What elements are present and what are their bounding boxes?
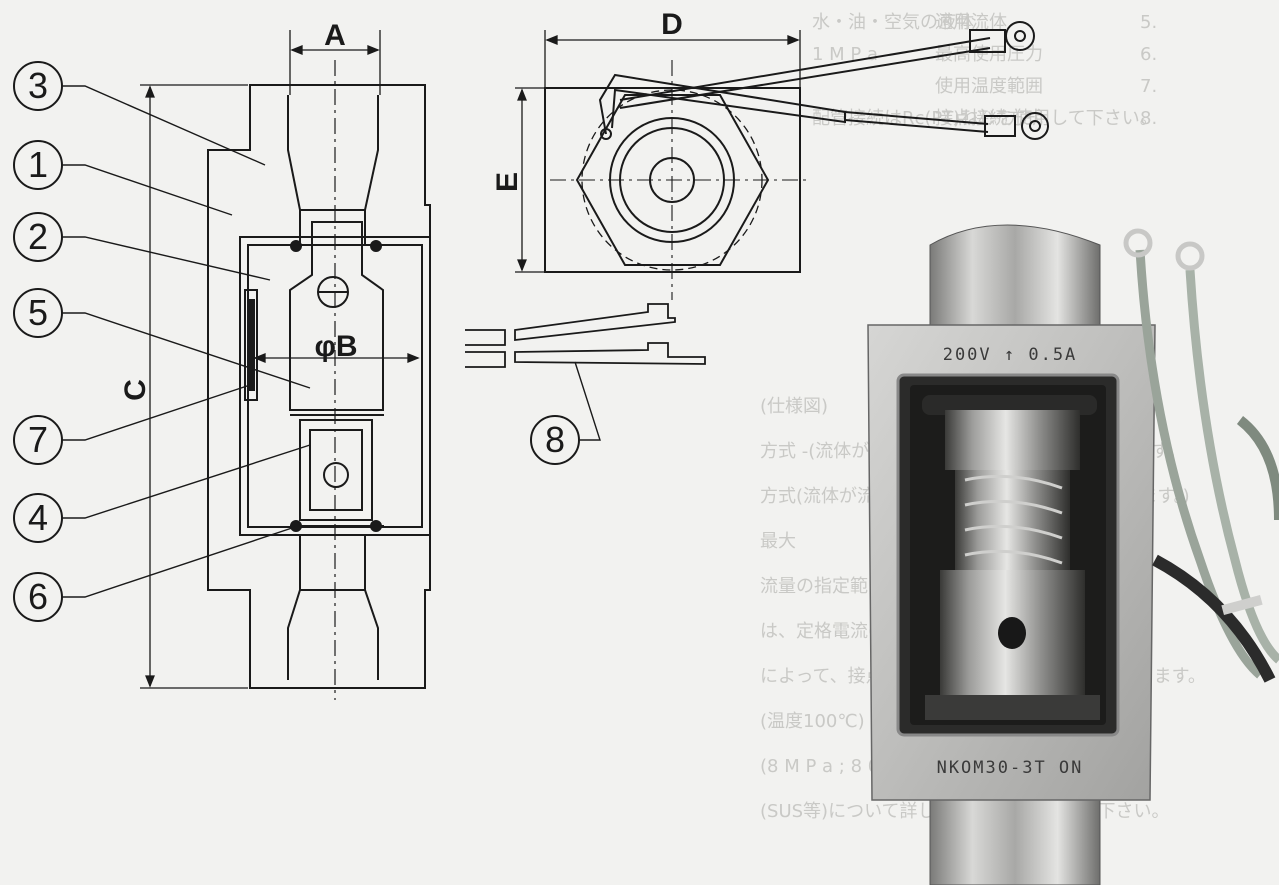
top-view-drawing: [544, 21, 1049, 300]
dim-b-label: φB: [314, 330, 357, 363]
callout-circle: [13, 288, 63, 338]
rating-stamp: 200V ↑ 0.5A: [943, 345, 1078, 365]
callout-number: 7: [28, 419, 48, 460]
callout-2: 2: [13, 212, 63, 262]
callout-number: 1: [28, 144, 48, 185]
model-stamp: NKOM30-3T ON: [937, 758, 1084, 778]
callout-circle: [13, 493, 63, 543]
spec-row-no: 7.: [1140, 76, 1157, 97]
reed-switch: [244, 289, 258, 401]
callout-number: 2: [28, 216, 48, 257]
callout-circle: [13, 140, 63, 190]
spec-row-no: 6.: [1140, 44, 1157, 65]
callout-number: 8: [545, 419, 565, 460]
callout-number: 5: [28, 292, 48, 333]
callout-4: 4: [13, 493, 63, 543]
bottom-port: [287, 589, 379, 680]
leader-lines: [55, 85, 601, 598]
product-photo: 200V ↑ 0.5A NKOM30-3T ON: [867, 224, 1279, 885]
dim-d-label: D: [661, 8, 683, 41]
body-line: (仕様図): [760, 396, 828, 417]
callout-7: 7: [13, 415, 63, 465]
spec-row-no: 5.: [1140, 12, 1157, 33]
callout-8: 8: [530, 415, 580, 465]
dim-c-label: C: [119, 379, 152, 401]
body-outline: [207, 84, 431, 689]
body-line: (温度100℃): [760, 711, 865, 732]
spec-row-no: 8.: [1140, 108, 1157, 129]
callout-group: 1 2 3 4 5 6 7 8: [13, 61, 580, 622]
o-ring: [370, 240, 382, 252]
callout-circle: [530, 415, 580, 465]
top-port: [287, 95, 379, 211]
callout-circle: [13, 212, 63, 262]
piston-upper: [289, 221, 384, 411]
cross-section-drawing: [207, 60, 431, 700]
piston-lower: [299, 419, 373, 521]
spec-row-item: 使用温度範囲: [935, 76, 1043, 97]
spec-row-item: 適用流体: [935, 12, 1007, 33]
callout-5: 5: [13, 288, 63, 338]
lead-wires: [465, 303, 706, 368]
o-ring: [290, 240, 302, 252]
callout-number: 4: [28, 497, 48, 538]
piston-hole-lower: [323, 462, 349, 488]
callout-number: 6: [28, 576, 48, 617]
dim-e-label: E: [491, 172, 524, 192]
callout-3: 3: [13, 61, 63, 111]
callout-number: 3: [28, 65, 48, 106]
callout-circle: [13, 61, 63, 111]
dim-a-label: A: [324, 19, 346, 52]
hex-nut: [575, 94, 770, 266]
callout-1: 1: [13, 140, 63, 190]
callout-circle: [13, 572, 63, 622]
spec-row-value: 水・油・空気の液体: [812, 12, 974, 33]
body-line: 最大: [760, 531, 796, 552]
callout-circle: [13, 415, 63, 465]
callout-6: 6: [13, 572, 63, 622]
